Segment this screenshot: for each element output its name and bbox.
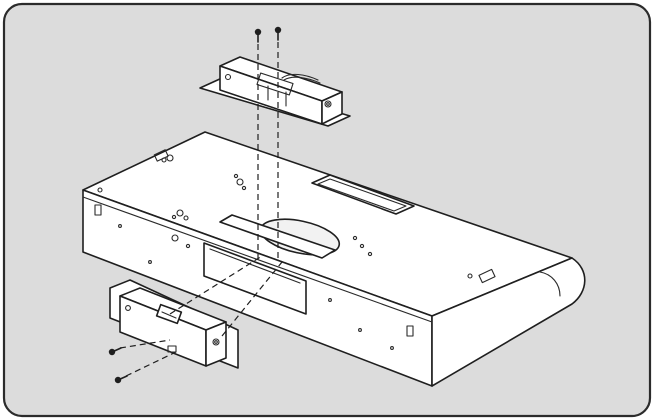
hood-front-holes <box>94 204 414 350</box>
front-module-side <box>205 321 227 367</box>
range-hood-body <box>82 131 586 387</box>
hood-right-end <box>431 257 586 387</box>
hood-vent-slot <box>311 174 415 215</box>
top-bracket-module <box>199 56 351 127</box>
hood-top-holes <box>97 149 496 284</box>
screw-icon <box>254 28 262 43</box>
front-bracket-module <box>109 279 239 369</box>
screw-icon <box>274 26 282 41</box>
top-module-side <box>321 91 343 125</box>
front-screws <box>108 347 128 384</box>
screw-icon <box>108 347 122 356</box>
screw-icon <box>114 375 128 384</box>
top-alignment-lines <box>257 42 279 262</box>
top-module-wire <box>281 73 319 81</box>
hood-front-opening <box>203 242 307 315</box>
front-module-connector <box>155 303 183 325</box>
top-screws <box>254 26 282 43</box>
front-alignment-lines <box>119 255 283 377</box>
